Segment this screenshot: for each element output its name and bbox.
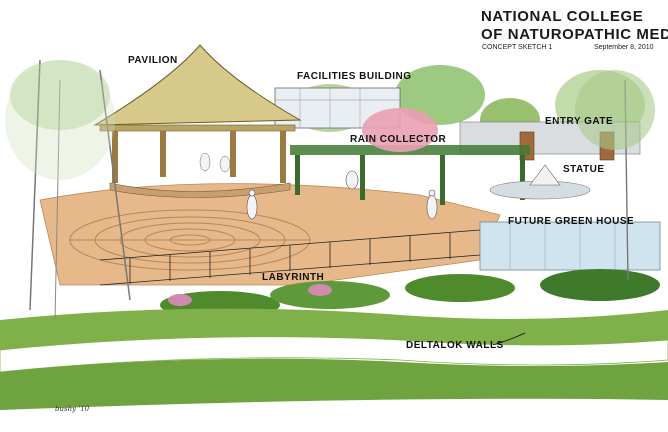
label-deltalok-walls: DELTALOK WALLS <box>406 340 504 351</box>
plaza-paving <box>39 183 501 286</box>
label-entry-gate: ENTRY GATE <box>545 116 614 127</box>
blossom-tree <box>362 108 438 152</box>
front-fence <box>99 229 481 286</box>
wall-band <box>0 336 668 373</box>
title-line-1: NATIONAL COLLEGE <box>481 8 644 25</box>
deltalok-leader-line <box>492 332 526 346</box>
label-facilities-building: FACILITIES BUILDING <box>297 71 412 82</box>
upper-wall-tier <box>0 308 668 350</box>
labyrinth-pattern <box>69 209 311 271</box>
statue-sculpture <box>489 164 591 200</box>
artist-signature: bushy '10 <box>55 405 90 413</box>
label-rain-collector: RAIN COLLECTOR <box>350 134 447 145</box>
label-statue: STATUE <box>563 164 605 175</box>
label-future-green-house: FUTURE GREEN HOUSE <box>508 216 635 227</box>
pavilion <box>93 44 302 198</box>
lower-wall-tier <box>0 358 668 410</box>
right-tree <box>575 70 655 281</box>
label-pavilion: PAVILION <box>128 55 178 66</box>
sketch-label: CONCEPT SKETCH 1 <box>482 44 553 51</box>
left-trees <box>5 59 131 321</box>
title-line-2: OF NATUROPATHIC MEDICINE <box>481 26 668 43</box>
future-green-house <box>479 221 661 271</box>
visitor-figures <box>246 170 438 220</box>
label-labyrinth: LABYRINTH <box>262 272 325 283</box>
trellis-structure <box>290 108 530 205</box>
sketch-date: September 8, 2010 <box>594 44 654 51</box>
shrub-beds <box>160 269 660 319</box>
